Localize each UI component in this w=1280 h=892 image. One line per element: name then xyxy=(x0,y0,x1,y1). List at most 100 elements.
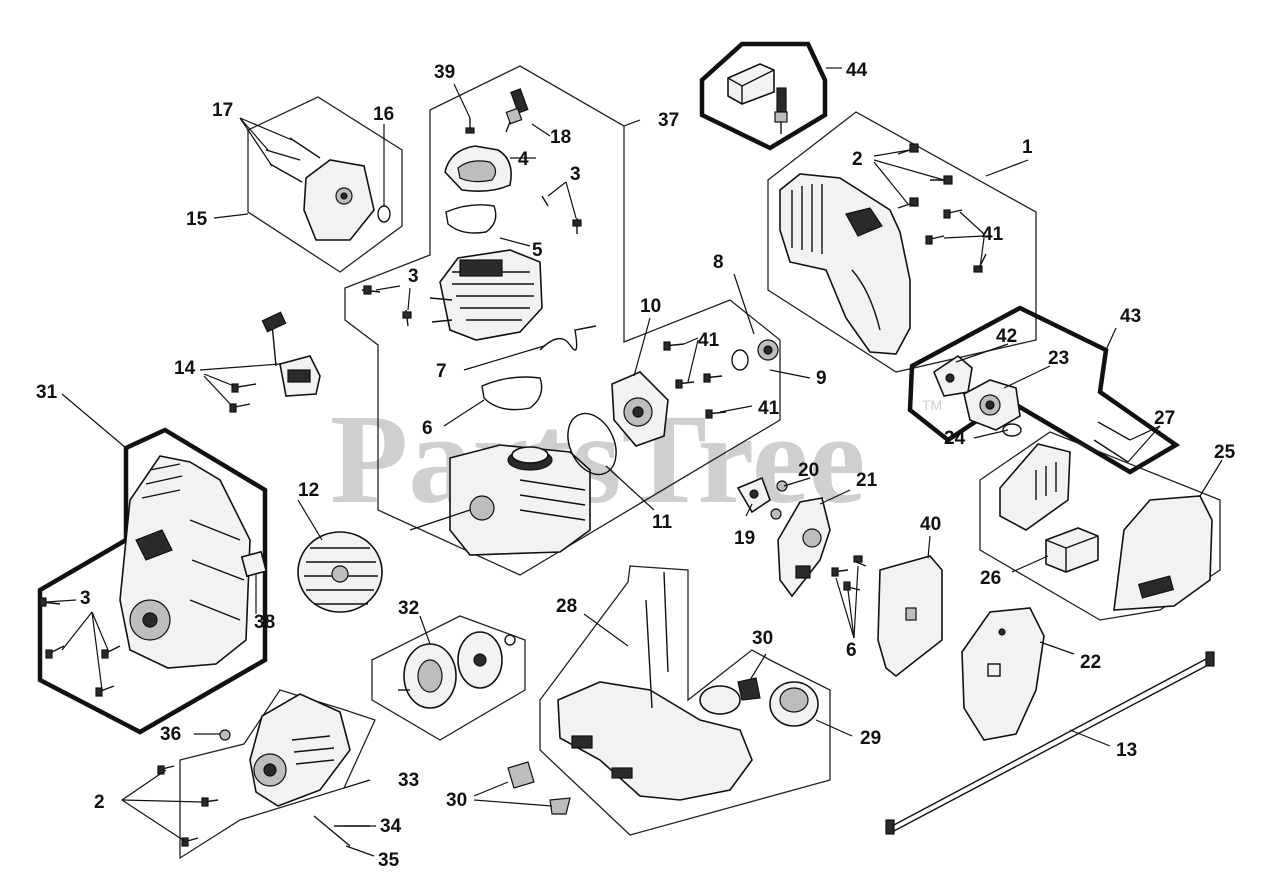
part-6-screws[interactable] xyxy=(831,555,867,591)
callout-16[interactable]: 16 xyxy=(373,104,394,125)
part-14-screws[interactable] xyxy=(229,383,257,413)
part-32-clutch[interactable] xyxy=(398,631,516,709)
part-31-recoil-starter[interactable] xyxy=(119,455,251,669)
callout-24[interactable]: 24 xyxy=(944,428,966,449)
part-7-fuel-line[interactable] xyxy=(539,325,597,351)
callout-36[interactable]: 36 xyxy=(160,724,181,745)
callout-17[interactable]: 17 xyxy=(212,100,233,121)
part-27-bolts[interactable] xyxy=(1093,421,1131,463)
callout-3c[interactable]: 3 xyxy=(80,588,91,609)
callout-30b[interactable]: 30 xyxy=(446,790,467,811)
callout-15[interactable]: 15 xyxy=(186,209,208,230)
callout-10[interactable]: 10 xyxy=(640,296,661,317)
callout-30a[interactable]: 30 xyxy=(752,628,773,649)
callout-35[interactable]: 35 xyxy=(378,850,400,871)
part-3-screws-starter[interactable] xyxy=(39,597,121,697)
part-21-throttle-housing[interactable] xyxy=(777,497,831,598)
callout-39[interactable]: 39 xyxy=(434,62,455,83)
part-crankcase[interactable] xyxy=(409,444,591,556)
callout-41b[interactable]: 41 xyxy=(698,330,720,351)
part-26-air-filter-element[interactable] xyxy=(1045,527,1099,573)
callout-11[interactable]: 11 xyxy=(652,512,673,533)
callout-41a[interactable]: 41 xyxy=(982,224,1004,245)
part-25-air-filter-cover[interactable] xyxy=(1113,495,1213,611)
callout-12[interactable]: 12 xyxy=(298,480,319,501)
part-17-bolts[interactable] xyxy=(265,137,321,183)
callout-1[interactable]: 1 xyxy=(1022,137,1033,158)
callout-19[interactable]: 19 xyxy=(734,528,755,549)
callout-44[interactable]: 44 xyxy=(846,60,868,81)
callout-27[interactable]: 27 xyxy=(1154,408,1175,429)
part-3-screws-top[interactable] xyxy=(541,195,582,234)
callout-37[interactable]: 37 xyxy=(658,110,679,131)
callout-42[interactable]: 42 xyxy=(996,326,1017,347)
part-16-gasket[interactable] xyxy=(377,205,391,223)
callout-13[interactable]: 13 xyxy=(1116,740,1137,761)
callout-14[interactable]: 14 xyxy=(174,358,196,379)
callout-26[interactable]: 26 xyxy=(980,568,1001,589)
part-6-gasket[interactable] xyxy=(481,376,543,411)
part-24-o-ring[interactable] xyxy=(1002,423,1022,437)
part-40-plate[interactable] xyxy=(877,555,943,678)
part-2-screws-housing[interactable] xyxy=(897,143,953,209)
callout-43[interactable]: 43 xyxy=(1120,306,1141,327)
callout-3a[interactable]: 3 xyxy=(570,164,581,185)
callout-6a[interactable]: 6 xyxy=(422,418,433,439)
part-13-throttle-cable[interactable] xyxy=(885,651,1215,835)
part-3-screws-left[interactable] xyxy=(361,285,412,327)
callout-3b[interactable]: 3 xyxy=(408,266,419,287)
callout-21[interactable]: 21 xyxy=(856,470,878,491)
part-19-gasket[interactable] xyxy=(736,476,771,514)
part-14-ignition-coil[interactable] xyxy=(261,311,321,397)
part-20-nut[interactable] xyxy=(770,480,788,520)
part-28-fuel-tank[interactable] xyxy=(557,571,753,801)
part-12-flywheel[interactable] xyxy=(297,531,383,613)
part-38-sleeve[interactable] xyxy=(240,550,268,578)
part-41-screws-housing[interactable] xyxy=(925,209,987,273)
part-30-grommet-a[interactable] xyxy=(737,677,761,701)
part-39-screw[interactable] xyxy=(465,118,475,134)
part-8-fitting[interactable] xyxy=(731,339,779,371)
callout-2b[interactable]: 2 xyxy=(94,792,105,813)
callout-20[interactable]: 20 xyxy=(798,460,819,481)
part-23-carburetor[interactable] xyxy=(963,379,1021,431)
callout-29[interactable]: 29 xyxy=(860,728,881,749)
part-10-plate[interactable] xyxy=(611,371,669,447)
part-36-nut[interactable] xyxy=(219,729,231,741)
callout-38[interactable]: 38 xyxy=(254,612,275,633)
part-44-service-kit[interactable] xyxy=(727,63,788,134)
callout-22[interactable]: 22 xyxy=(1080,652,1101,673)
callout-23[interactable]: 23 xyxy=(1048,348,1069,369)
part-5-gasket[interactable] xyxy=(445,204,497,234)
part-cylinder[interactable] xyxy=(429,249,543,341)
callout-9[interactable]: 9 xyxy=(816,368,827,389)
callout-41c[interactable]: 41 xyxy=(758,398,780,419)
callout-5[interactable]: 5 xyxy=(532,240,543,261)
callout-4[interactable]: 4 xyxy=(518,149,529,170)
part-29-fuel-cap[interactable] xyxy=(769,681,819,727)
part-1-engine-housing[interactable] xyxy=(779,173,911,355)
callout-32[interactable]: 32 xyxy=(398,598,419,619)
part-15-muffler[interactable] xyxy=(303,159,375,241)
part-41-screws-center[interactable] xyxy=(663,341,727,419)
part-4-cylinder-cover[interactable] xyxy=(444,145,512,192)
callout-18[interactable]: 18 xyxy=(550,127,571,148)
callout-6b[interactable]: 6 xyxy=(846,640,857,661)
part-22-gasket[interactable] xyxy=(961,607,1045,741)
callout-28[interactable]: 28 xyxy=(556,596,577,617)
callout-34[interactable]: 34 xyxy=(380,816,402,837)
part-30-grommet-b[interactable] xyxy=(507,761,571,815)
callout-8[interactable]: 8 xyxy=(713,252,724,273)
part-11-o-ring[interactable] xyxy=(559,406,626,483)
callout-40[interactable]: 40 xyxy=(920,514,941,535)
part-35-bolt[interactable] xyxy=(313,815,351,847)
part-air-filter-base[interactable] xyxy=(999,443,1071,531)
part-42-gasket[interactable] xyxy=(933,354,973,397)
part-33-clutch-housing[interactable] xyxy=(249,693,351,807)
callout-7[interactable]: 7 xyxy=(436,361,447,382)
callout-31[interactable]: 31 xyxy=(36,382,58,403)
callout-25[interactable]: 25 xyxy=(1214,442,1236,463)
callout-2a[interactable]: 2 xyxy=(852,149,863,170)
part-18-spark-plug[interactable] xyxy=(505,88,529,133)
part-2-screws-housing-lower[interactable] xyxy=(157,765,219,847)
